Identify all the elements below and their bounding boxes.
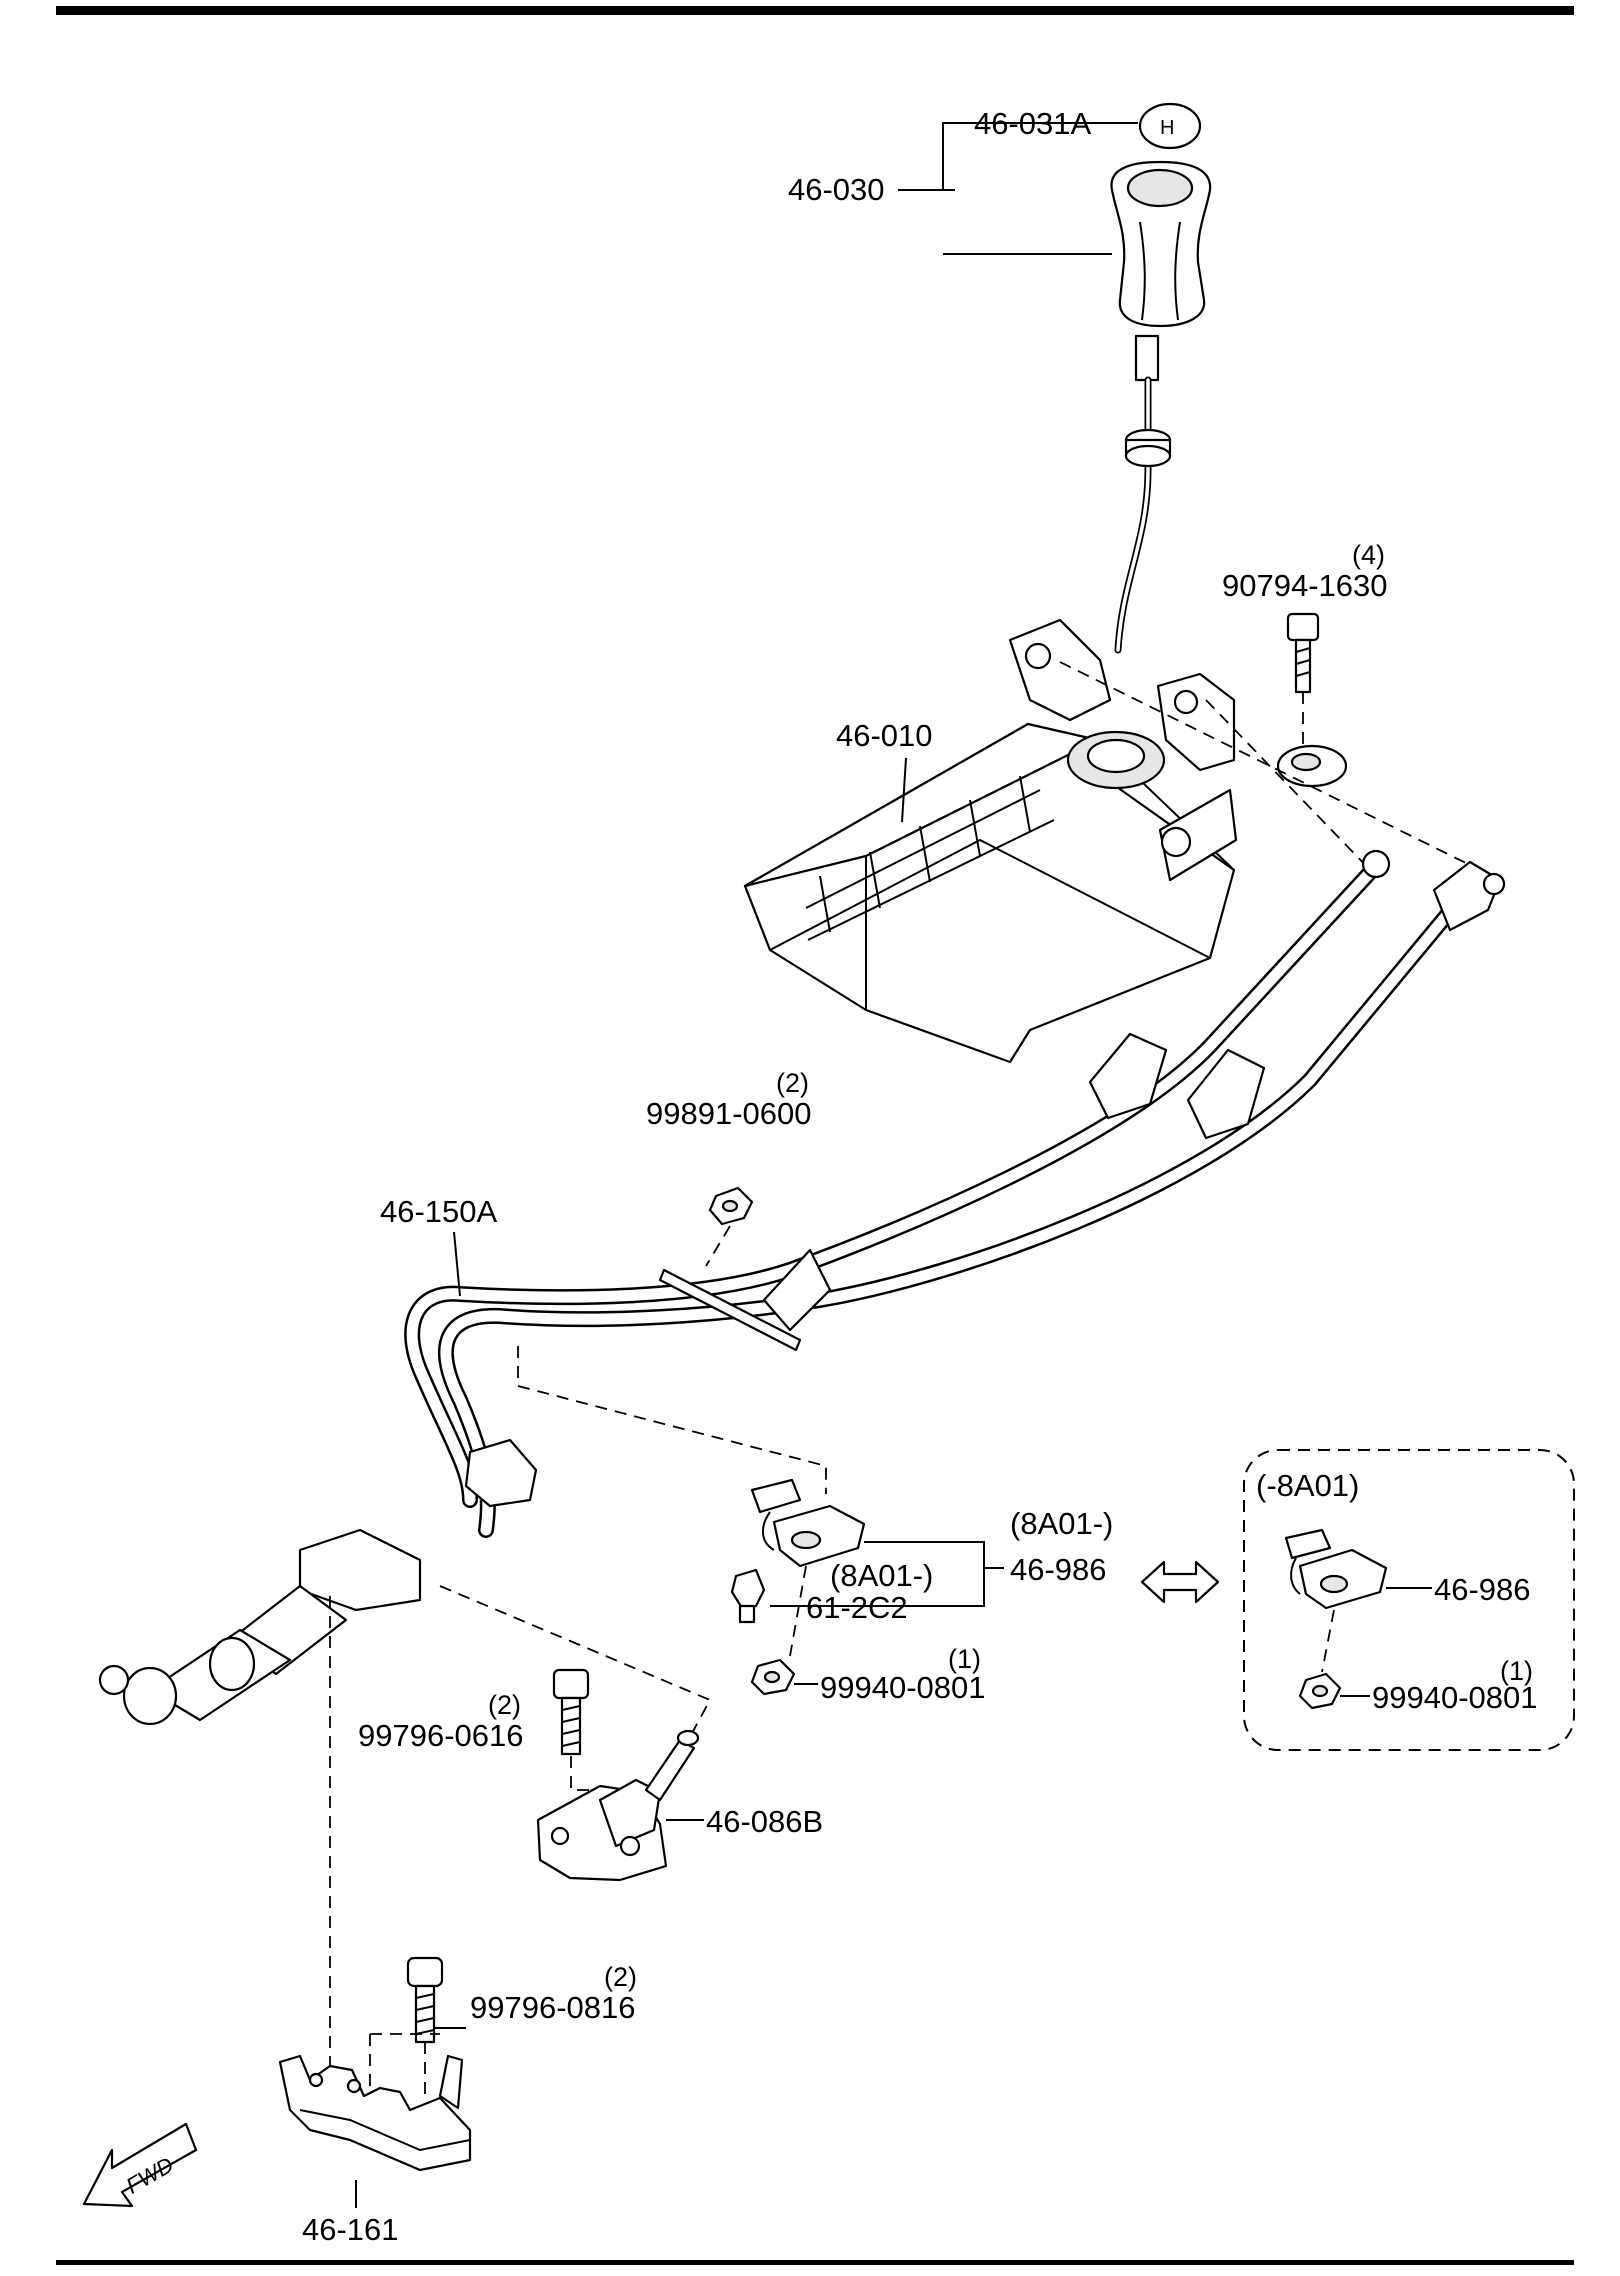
label-knob: 46-030 — [788, 172, 885, 207]
inset-box — [1243, 1449, 1575, 1751]
inset-title: (-8A01) — [1256, 1468, 1359, 1503]
interchangeable-arrow-icon — [1140, 1560, 1220, 1604]
lower-bracket-drawing — [278, 2054, 472, 2172]
forward-arrow-icon: FWD — [82, 2122, 198, 2208]
shifter-bolt-drawing — [1286, 612, 1320, 694]
knob-cap-drawing: H — [1138, 102, 1202, 150]
label-clip-pin: 61-2C2 — [806, 1590, 908, 1625]
lower-bolt-drawing — [406, 1956, 444, 2044]
bracket-bolt-drawing — [552, 1668, 590, 1756]
label-knob-cap: 46-031A — [974, 106, 1092, 141]
label-bracket: 46-086B — [706, 1804, 823, 1839]
label-cable-assembly: 46-150A — [380, 1194, 498, 1229]
bracket-nut-drawing — [708, 1186, 754, 1226]
label-bracket-nut-qty: (2) — [776, 1068, 809, 1098]
label-clip: 46-986 — [1010, 1552, 1107, 1587]
svg-text:H: H — [1160, 117, 1174, 139]
label-lower-bolt-qty: (2) — [604, 1962, 637, 1992]
shifter-assembly-drawing — [743, 618, 1348, 1064]
label-bracket-bolt-qty: (2) — [488, 1690, 521, 1720]
inset-label-nut: 99940-0801 — [1372, 1680, 1538, 1715]
label-lower-bolt: 99796-0816 — [470, 1990, 636, 2025]
label-shifter-bolt-qty: (4) — [1352, 540, 1385, 570]
clip-nut-drawing — [750, 1658, 796, 1696]
knob-drawing — [1110, 160, 1212, 328]
clip-pin-drawing — [730, 1568, 766, 1624]
inset-clip-drawing — [1284, 1528, 1388, 1610]
label-clip-nut: 99940-0801 — [820, 1670, 986, 1705]
label-shifter-assembly: 46-010 — [836, 718, 933, 753]
cable-assembly-drawing — [98, 849, 1506, 1726]
clip-drawing — [750, 1478, 866, 1568]
shift-lever-drawing — [1114, 334, 1172, 654]
inset-nut-drawing — [1298, 1672, 1342, 1710]
label-range-new: (8A01-) — [1010, 1506, 1113, 1541]
label-clip-nut-qty: (1) — [948, 1644, 981, 1674]
label-lower-bracket: 46-161 — [302, 2212, 399, 2247]
bottom-border — [56, 2260, 1574, 2265]
label-bracket-bolt: 99796-0616 — [358, 1718, 524, 1753]
bracket-drawing — [536, 1729, 700, 1882]
label-bracket-nut: 99891-0600 — [646, 1096, 812, 1131]
label-shifter-bolt: 90794-1630 — [1222, 568, 1388, 603]
inset-label-nut-qty: (1) — [1500, 1656, 1533, 1686]
inset-label-clip: 46-986 — [1434, 1572, 1531, 1607]
top-border — [56, 6, 1574, 15]
label-range-new-clip: (8A01-) — [830, 1558, 933, 1593]
